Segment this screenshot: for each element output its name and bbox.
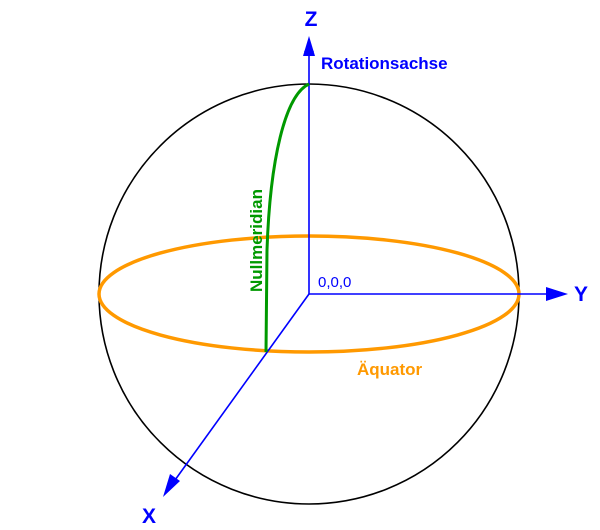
prime-meridian-label: Nullmeridian bbox=[247, 189, 266, 292]
z-axis-label: Z bbox=[305, 8, 318, 31]
x-axis-arrowhead bbox=[163, 474, 180, 497]
prime-meridian-curve bbox=[264, 82, 310, 353]
y-axis-arrowhead bbox=[546, 287, 568, 301]
y-axis-label: Y bbox=[574, 283, 588, 306]
origin-label: 0,0,0 bbox=[318, 274, 351, 291]
x-axis-label: X bbox=[142, 505, 156, 528]
equator-label: Äquator bbox=[357, 360, 423, 379]
z-axis-arrowhead bbox=[303, 36, 315, 56]
x-axis bbox=[169, 293, 310, 488]
rotation-axis-label: Rotationsachse bbox=[321, 54, 448, 73]
